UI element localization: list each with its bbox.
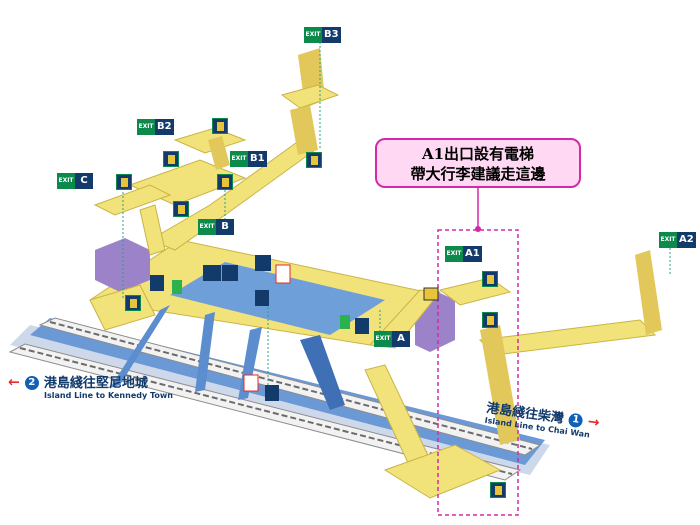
exit-code-c: C [75,173,93,189]
accessible-toilet-icon [222,265,238,281]
stairs-a2 [635,250,662,335]
lift-icon [482,271,498,287]
exit-b1-tag: EXIT B1 [230,151,267,167]
support-column-2 [195,312,215,392]
lift-icon-platform [265,385,279,401]
exit-code-a1: A1 [463,246,482,262]
exit-icon: EXIT [374,331,392,347]
exit-code-b3: B3 [322,27,341,43]
stairs-b3-lower [290,105,318,155]
landing-b3 [280,84,340,109]
customer-service-icon [255,255,271,271]
callout-line-1: A1出口設有電梯 [421,145,535,163]
platform-number-1: 1 [567,412,584,428]
platform-2-en: Island Line to Kennedy Town [44,391,173,400]
exit-icon: EXIT [304,27,322,43]
aed-icon [275,264,291,284]
corridor-a2 [478,319,657,356]
exit-a-tag: EXIT A [374,331,410,347]
callout-pointer-dot [475,226,481,232]
support-column-3 [300,335,345,410]
left-arrow-icon: ← [8,374,20,391]
exit-a2-tag: EXIT A2 [659,232,696,248]
exit-c-tag: EXIT C [57,173,93,189]
toilet-icon [203,265,221,281]
green-bin-icon-left [172,280,182,294]
exit-icon: EXIT [659,232,677,248]
exit-code-b2: B2 [155,119,174,135]
aed-icon-lower [243,374,259,392]
green-bin-icon-right [340,315,350,329]
exit-icon: EXIT [57,173,75,189]
platform-2-zh: 港島綫往堅尼地城 [43,376,148,391]
lift-icon [116,174,132,190]
callout-line-2: 帶大行李建議走這邊 [410,165,546,183]
platform-number-2: 2 [24,375,39,390]
shop-icon-left [150,275,164,291]
stairs-a1 [480,325,520,445]
lift-icon-yellow [423,287,439,301]
lift-icon [173,201,189,217]
exit-icon: EXIT [445,246,463,262]
right-arrow-icon: → [586,413,601,432]
exit-icon: EXIT [137,119,155,135]
exit-b2-tag: EXIT B2 [137,119,174,135]
lift-icon [217,174,233,190]
corridor-c [139,204,166,256]
exit-icon: EXIT [230,151,248,167]
lift-icon [482,312,498,328]
support-column-1 [110,305,170,388]
exit-icon: EXIT [198,219,216,235]
exit-b3-tag: EXIT B3 [304,27,341,43]
exit-b-tag: EXIT B [198,219,234,235]
exit-code-b: B [216,219,234,235]
stairs-b2 [208,136,230,170]
atm-icon [255,290,269,306]
lift-icon [163,151,179,167]
a1-lift-callout: A1出口設有電梯 帶大行李建議走這邊 [375,138,581,188]
lift-icon [212,118,228,134]
exit-code-a2: A2 [677,232,696,248]
exit-code-b1: B1 [248,151,267,167]
train-window-strip-lower [19,347,513,475]
lift-icon [490,482,506,498]
train-window-strip-upper [49,321,533,450]
lift-icon [306,152,322,168]
landing-bottom [383,444,502,499]
exit-a1-tag: EXIT A1 [445,246,482,262]
platform-2-direction: ← 2 港島綫往堅尼地城 Island Line to Kennedy Town [8,372,173,401]
lift-icon [125,295,141,311]
shop-icon-right [355,318,369,334]
exit-code-a: A [392,331,410,347]
landing-c [93,184,172,216]
